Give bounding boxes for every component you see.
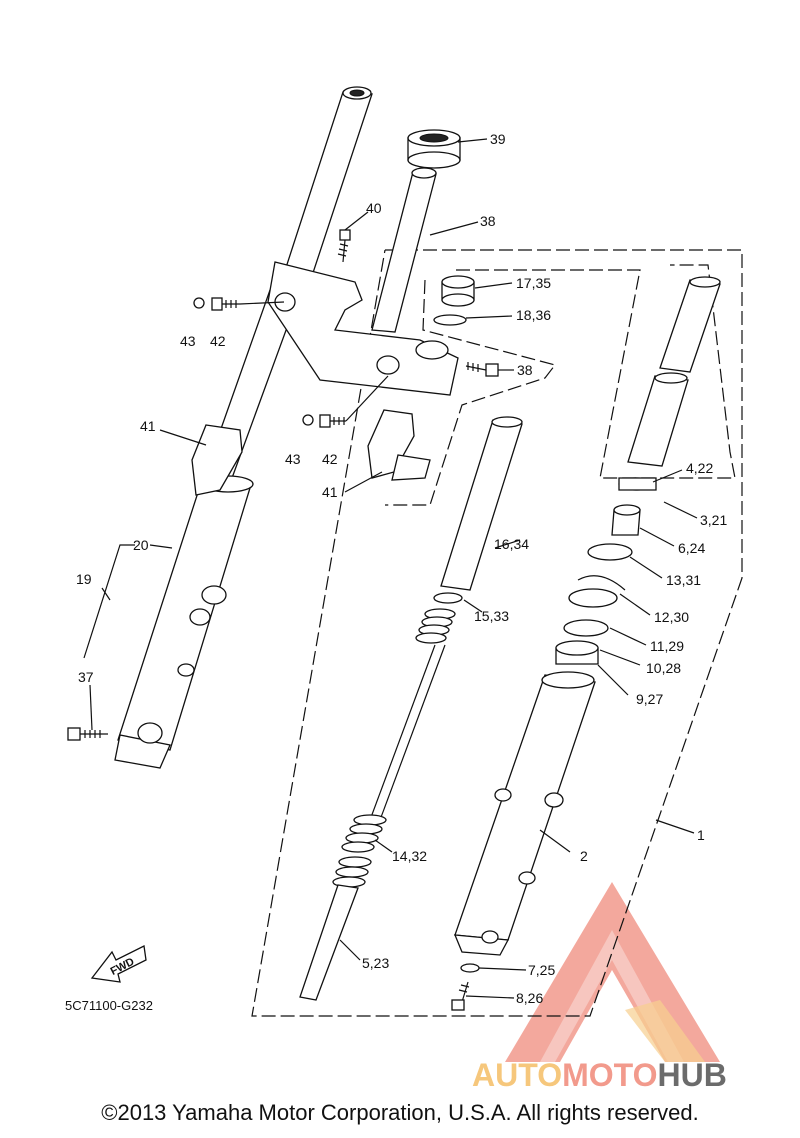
callout-16-34: 16,34 bbox=[494, 536, 529, 552]
callout-13-31: 13,31 bbox=[666, 572, 701, 588]
bolt-37 bbox=[67, 727, 108, 741]
washer-15 bbox=[433, 592, 463, 604]
callout-42a: 42 bbox=[210, 333, 226, 349]
callout-4-22: 4,22 bbox=[686, 460, 713, 476]
callout-19: 19 bbox=[76, 571, 92, 587]
bolt-42a bbox=[193, 297, 240, 311]
seal-stack bbox=[555, 504, 641, 665]
bolt-40 bbox=[337, 229, 351, 263]
callout-12-30: 12,30 bbox=[654, 609, 689, 625]
callout-1: 1 bbox=[697, 827, 705, 843]
leader-lines bbox=[83, 138, 698, 999]
callout-42b: 42 bbox=[322, 451, 338, 467]
callout-17-35: 17,35 bbox=[516, 275, 551, 291]
callout-37: 37 bbox=[78, 669, 94, 685]
callout-41a: 41 bbox=[140, 418, 156, 434]
callout-2: 2 bbox=[580, 848, 588, 864]
callout-43b: 43 bbox=[285, 451, 301, 467]
callout-41b: 41 bbox=[322, 484, 338, 500]
callout-7-25: 7,25 bbox=[528, 962, 555, 978]
fwd-arrow-icon: FWD bbox=[90, 945, 147, 983]
callout-43a: 43 bbox=[180, 333, 196, 349]
callout-38b: 38 bbox=[517, 362, 533, 378]
spring-upper bbox=[369, 608, 456, 821]
washer-7 bbox=[460, 963, 480, 973]
o-ring-18 bbox=[433, 314, 467, 326]
callout-5-23: 5,23 bbox=[362, 955, 389, 971]
steering-bracket bbox=[267, 167, 459, 396]
bolt-8 bbox=[451, 981, 470, 1011]
callout-40: 40 bbox=[366, 200, 382, 216]
callout-38a: 38 bbox=[480, 213, 496, 229]
callout-10-28: 10,28 bbox=[646, 660, 681, 676]
outer-tube-2 bbox=[453, 671, 596, 956]
callout-15-33: 15,33 bbox=[474, 608, 509, 624]
callout-20: 20 bbox=[133, 537, 149, 553]
svg-text:AUTOMOTOHUB: AUTOMOTOHUB bbox=[472, 1057, 727, 1093]
callout-3-21: 3,21 bbox=[700, 512, 727, 528]
inner-tube-16 bbox=[440, 416, 523, 591]
callout-14-32: 14,32 bbox=[392, 848, 427, 864]
watermark-text: AUTOMOTOHUB bbox=[472, 1057, 727, 1093]
watermark-logo bbox=[505, 882, 720, 1062]
callout-8-26: 8,26 bbox=[516, 990, 543, 1006]
drawing-code: 5C71100-G232 bbox=[65, 998, 153, 1013]
callout-9-27: 9,27 bbox=[636, 691, 663, 707]
bolt-42b bbox=[302, 414, 346, 428]
callout-11-29: 11,29 bbox=[650, 638, 684, 654]
callout-39: 39 bbox=[490, 131, 506, 147]
oil-seal-39 bbox=[407, 129, 461, 169]
cap-bolt-17 bbox=[441, 275, 475, 307]
copyright-notice: ©2013 Yamaha Motor Corporation, U.S.A. A… bbox=[101, 1100, 699, 1125]
callout-labels: 39 40 38 17,35 18,36 38 43 42 43 42 41 4… bbox=[76, 131, 727, 1006]
cover-41b bbox=[367, 409, 431, 481]
spring-lower bbox=[341, 814, 387, 853]
bolt-38b bbox=[465, 362, 499, 377]
callout-6-24: 6,24 bbox=[678, 540, 705, 556]
cover-41a bbox=[191, 424, 243, 496]
assembly-boundaries bbox=[251, 249, 743, 1017]
damper-rod-5 bbox=[299, 856, 372, 1001]
callout-18-36: 18,36 bbox=[516, 307, 551, 323]
slide-tubes bbox=[618, 276, 721, 491]
